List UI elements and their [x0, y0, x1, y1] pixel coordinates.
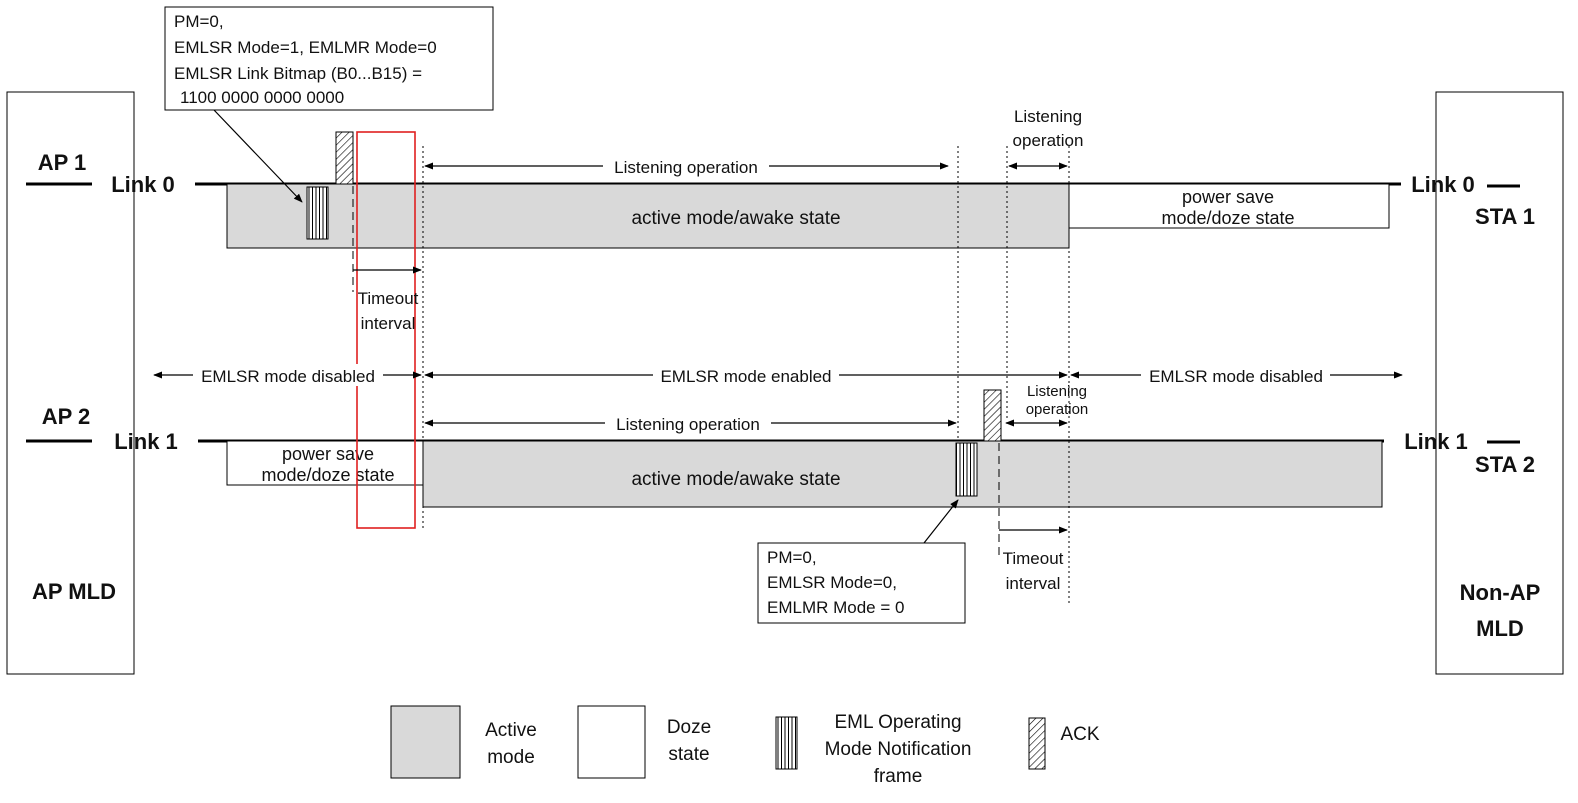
eml-frame-link1-icon — [955, 442, 978, 497]
link1-listening-short-2: operation — [1026, 401, 1089, 418]
legend: Active mode Doze state EML Operating Mod… — [390, 705, 1100, 787]
ap-mld-label: AP MLD — [32, 579, 116, 604]
link0-active-label: active mode/awake state — [631, 208, 840, 229]
ack-link0-icon — [335, 131, 354, 185]
callout-top-pointer — [213, 109, 303, 203]
ap1-label: AP 1 — [38, 150, 87, 175]
legend-active-swatch — [390, 705, 461, 779]
ap-mld-box — [6, 91, 135, 675]
link1-doze-label-2: mode/doze state — [261, 465, 394, 485]
callout-top-line2: EMLSR Mode=1, EMLMR Mode=0 — [174, 38, 437, 57]
callout-top-line4: 1100 0000 0000 0000 — [180, 88, 344, 107]
link1-active-box — [422, 440, 1383, 508]
callout-bottom-line3: EMLMR Mode = 0 — [767, 598, 904, 617]
link1-listening-short-1: Listening — [1027, 383, 1087, 400]
link1-listening-label-bg — [605, 412, 771, 434]
link1-active-label: active mode/awake state — [631, 469, 840, 490]
mode-disabled-right-bg — [1141, 364, 1330, 386]
callout-bottom-line2: EMLSR Mode=0, — [767, 573, 897, 592]
link1-timeout-label-1: Timeout — [1003, 549, 1064, 568]
transition-highlight — [356, 131, 416, 529]
sta1-label: STA 1 — [1475, 204, 1535, 229]
link1-doze-label-1: power save — [282, 444, 374, 464]
link0-timeout-label-2: interval — [361, 314, 416, 333]
legend-ack-label: ACK — [1060, 724, 1099, 745]
legend-eml-label-2: Mode Notification — [825, 739, 972, 760]
link1-right-label: Link 1 — [1404, 429, 1468, 454]
non-ap-mld-label-1: Non-AP — [1460, 580, 1541, 605]
link0-right-label: Link 0 — [1411, 172, 1475, 197]
mode-enabled-bg — [653, 364, 839, 386]
link0-doze-label-2: mode/doze state — [1161, 208, 1294, 228]
link0-listening-label-bg — [603, 155, 769, 177]
legend-ack-icon — [1028, 717, 1046, 770]
sta2-label: STA 2 — [1475, 452, 1535, 477]
link0-timeout-label-1: Timeout — [358, 289, 419, 308]
non-ap-mld-box — [1435, 91, 1564, 675]
legend-active-label-2: mode — [487, 747, 535, 768]
callout-bottom-box — [757, 542, 966, 624]
link0-active-box — [226, 183, 1070, 249]
legend-active-label-1: Active — [485, 720, 537, 741]
legend-doze-swatch — [577, 705, 646, 779]
link1-doze-box — [226, 440, 424, 486]
link0-listening-short-2: operation — [1013, 131, 1084, 150]
link1-left-label: Link 1 — [114, 429, 178, 454]
link0-listening-label: Listening operation — [614, 158, 758, 177]
non-ap-mld-label-2: MLD — [1476, 616, 1524, 641]
mode-disabled-left-bg — [193, 364, 383, 386]
mode-disabled-right-label: EMLSR mode disabled — [1149, 367, 1323, 386]
callout-top-line1: PM=0, — [174, 12, 224, 31]
callout-top-line3: EMLSR Link Bitmap (B0...B15) = — [174, 64, 422, 83]
ack-link1-icon — [983, 389, 1002, 442]
link0-left-label: Link 0 — [111, 172, 175, 197]
legend-eml-label-1: EML Operating — [834, 712, 961, 733]
eml-frame-link0-icon — [306, 186, 329, 240]
legend-doze-label-2: state — [668, 744, 709, 765]
link0-listening-short-1: Listening — [1014, 107, 1082, 126]
mode-disabled-left-label: EMLSR mode disabled — [201, 367, 375, 386]
legend-eml-label-3: frame — [874, 766, 923, 787]
callout-bottom-line1: PM=0, — [767, 548, 817, 567]
ap2-label: AP 2 — [42, 404, 91, 429]
legend-eml-frame-icon — [775, 716, 798, 770]
callout-top-box — [164, 6, 494, 111]
link0-doze-box — [1068, 183, 1390, 229]
mode-enabled-label: EMLSR mode enabled — [660, 367, 831, 386]
link0-doze-label-1: power save — [1182, 187, 1274, 207]
callout-bottom-pointer — [923, 499, 959, 544]
link1-listening-label: Listening operation — [616, 415, 760, 434]
legend-doze-label-1: Doze — [667, 717, 711, 738]
link1-timeout-label-2: interval — [1006, 574, 1061, 593]
